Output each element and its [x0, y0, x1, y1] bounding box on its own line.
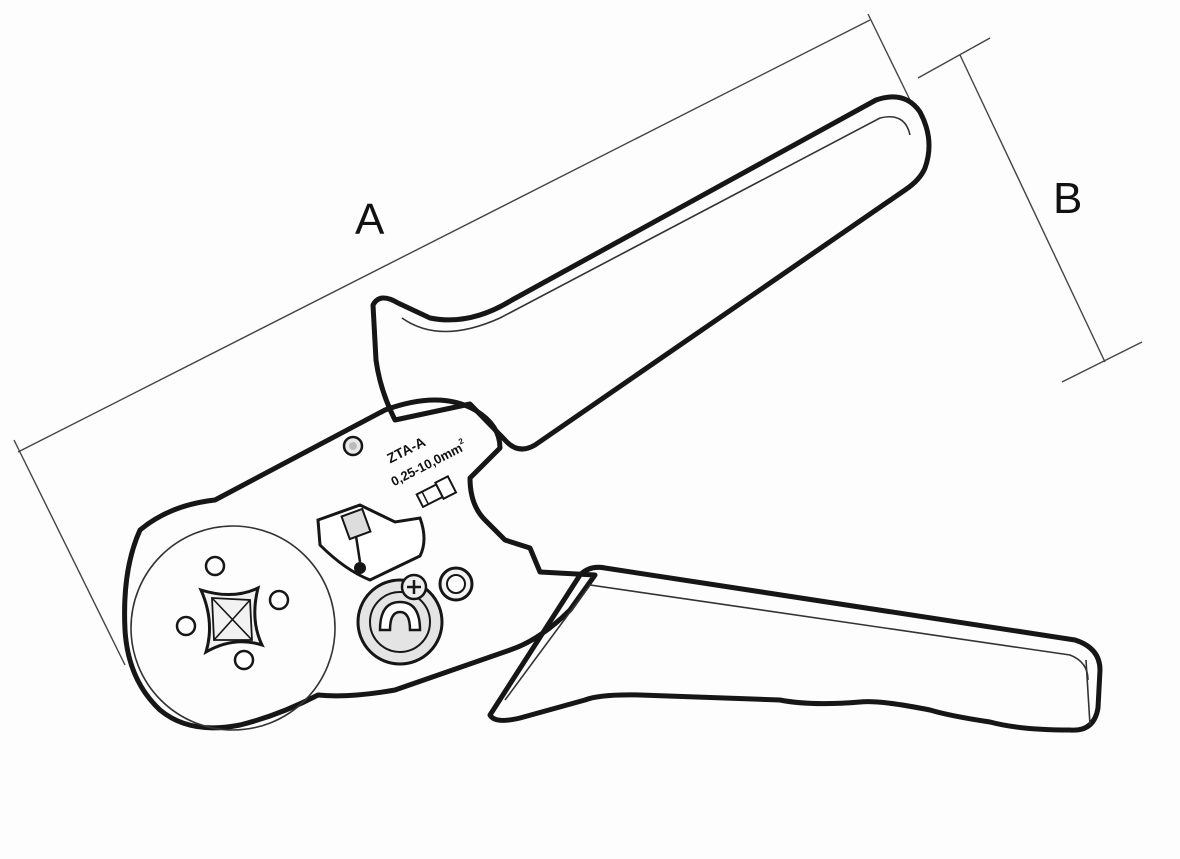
dimension-b-label: B	[1053, 174, 1082, 223]
crimp-head-circle	[130, 525, 336, 731]
adjust-screw	[400, 573, 428, 601]
u-shaped-cam	[378, 600, 422, 632]
upper-handle	[370, 94, 932, 452]
dimension-a-label: A	[355, 195, 385, 244]
tool-marking: ZTA-A 0,25-10,0mm2	[384, 433, 466, 489]
dimension-a-line	[17, 19, 871, 453]
spring-ring-inner	[446, 574, 466, 594]
dimension-b-line	[959, 54, 1106, 363]
tool-unit-superscript: 2	[457, 436, 466, 446]
ratchet-window	[316, 503, 426, 582]
dimension-a-extension-right	[867, 13, 911, 101]
head-hole-top	[204, 555, 226, 577]
adjust-gear	[356, 578, 444, 666]
crimp-die	[198, 585, 265, 656]
lower-handle-end-cap	[1085, 659, 1091, 726]
head-hole-right	[268, 589, 290, 611]
ratchet-pawl-pin	[354, 562, 366, 574]
ferrule-icon	[415, 475, 458, 509]
upper-handle-inner-edge	[401, 116, 911, 333]
lower-handle-inner-edge	[504, 584, 1089, 701]
dimension-b-extension-bottom	[1061, 341, 1143, 383]
adjust-spring-block	[340, 507, 372, 541]
head-hole-left	[175, 615, 197, 637]
pivot-rivet-center	[349, 442, 357, 450]
head-hole-bottom	[233, 649, 255, 671]
ratchet-pawl	[354, 535, 362, 563]
dimension-a-extension-left	[13, 439, 126, 666]
dimension-b: B	[917, 37, 1143, 383]
dimension-b-extension-top	[917, 37, 991, 79]
dimension-a: A	[13, 13, 911, 666]
lower-handle	[487, 564, 1103, 733]
tool-head-body	[122, 397, 598, 731]
